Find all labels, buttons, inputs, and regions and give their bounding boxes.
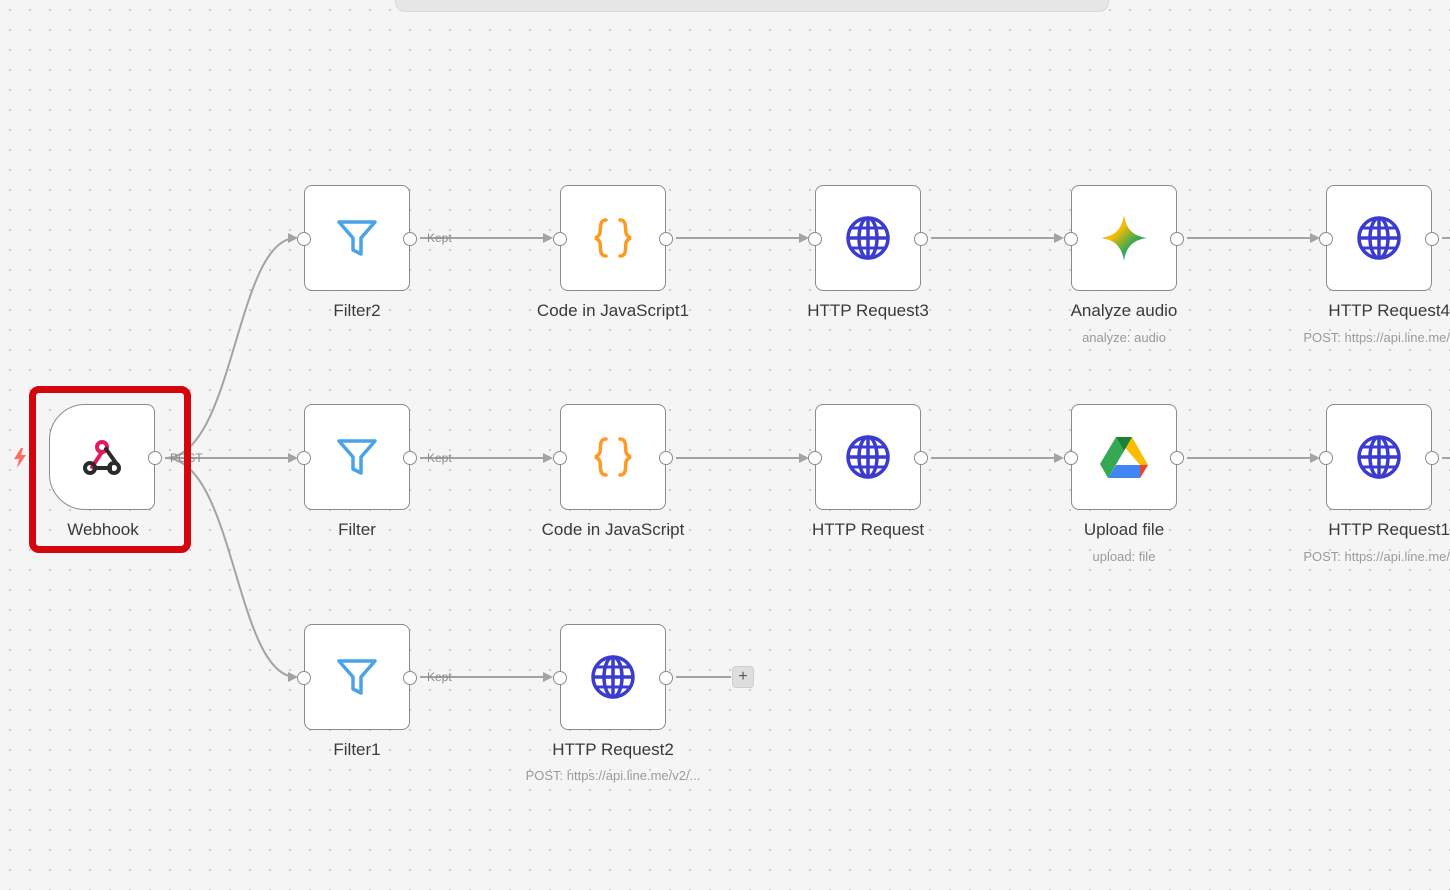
node-label-filter2: Filter2 bbox=[333, 301, 381, 320]
output-handle[interactable] bbox=[1425, 232, 1439, 246]
node-label-http-request1: HTTP Request1 bbox=[1328, 520, 1450, 539]
globe-icon bbox=[1354, 432, 1404, 482]
node-label-http-request2: HTTP Request2 bbox=[552, 740, 674, 759]
globe-icon bbox=[843, 432, 893, 482]
node-filter2[interactable] bbox=[297, 185, 417, 291]
input-handle[interactable] bbox=[808, 451, 822, 465]
code-braces-icon bbox=[588, 432, 638, 482]
code-braces-icon bbox=[588, 213, 638, 263]
trigger-bolt-icon bbox=[14, 448, 26, 468]
output-handle[interactable] bbox=[659, 671, 673, 685]
output-handle[interactable] bbox=[1170, 232, 1184, 246]
output-handle[interactable] bbox=[403, 671, 417, 685]
node-subtitle-upload-file: upload: file bbox=[1092, 549, 1156, 564]
filter-icon bbox=[332, 432, 382, 482]
node-label-http-request3: HTTP Request3 bbox=[807, 301, 929, 320]
input-handle[interactable] bbox=[1064, 451, 1078, 465]
filter-icon bbox=[332, 652, 382, 702]
input-handle[interactable] bbox=[297, 671, 311, 685]
output-handle[interactable] bbox=[659, 232, 673, 246]
node-http-request1[interactable] bbox=[1319, 404, 1439, 510]
output-handle[interactable] bbox=[914, 451, 928, 465]
input-handle[interactable] bbox=[808, 232, 822, 246]
globe-icon bbox=[588, 652, 638, 702]
highlight-box bbox=[29, 386, 191, 553]
node-http-request2[interactable] bbox=[553, 624, 673, 730]
edge-label-kept: Kept bbox=[427, 670, 452, 684]
node-analyze-audio[interactable] bbox=[1064, 185, 1184, 291]
add-node-button[interactable]: + bbox=[732, 666, 754, 688]
edge-label-kept: Kept bbox=[427, 451, 452, 465]
node-subtitle-http-request2: POST: https://api.line.me/v2/... bbox=[525, 768, 701, 783]
output-handle[interactable] bbox=[1425, 451, 1439, 465]
node-upload-file[interactable] bbox=[1064, 404, 1184, 510]
edge-label-kept: Kept bbox=[427, 231, 452, 245]
node-label-analyze-audio: Analyze audio bbox=[1070, 301, 1178, 320]
output-handle[interactable] bbox=[148, 451, 162, 465]
node-subtitle-http-request1: POST: https://api.line.me/ bbox=[1303, 549, 1450, 564]
filter-icon bbox=[332, 213, 382, 263]
input-handle[interactable] bbox=[1064, 232, 1078, 246]
globe-icon bbox=[1354, 213, 1404, 263]
node-webhook[interactable] bbox=[49, 404, 162, 510]
node-code-in-javascript1[interactable] bbox=[553, 185, 673, 291]
node-label-code-in-javascript1: Code in JavaScript1 bbox=[536, 301, 690, 320]
input-handle[interactable] bbox=[297, 232, 311, 246]
node-label-upload-file: Upload file bbox=[1083, 520, 1165, 539]
google-drive-icon bbox=[1099, 432, 1149, 482]
node-http-request[interactable] bbox=[808, 404, 928, 510]
output-handle[interactable] bbox=[403, 232, 417, 246]
node-filter[interactable] bbox=[297, 404, 417, 510]
input-handle[interactable] bbox=[553, 451, 567, 465]
input-handle[interactable] bbox=[1319, 451, 1333, 465]
output-handle[interactable] bbox=[403, 451, 417, 465]
input-handle[interactable] bbox=[297, 451, 311, 465]
node-label-webhook: Webhook bbox=[67, 520, 139, 539]
node-label-http-request4: HTTP Request4 bbox=[1328, 301, 1450, 320]
node-filter1[interactable] bbox=[297, 624, 417, 730]
node-subtitle-http-request4: POST: https://api.line.me/ bbox=[1303, 330, 1450, 345]
node-http-request3[interactable] bbox=[808, 185, 928, 291]
webhook-icon bbox=[77, 432, 127, 482]
output-handle[interactable] bbox=[1170, 451, 1184, 465]
node-code-in-javascript[interactable] bbox=[553, 404, 673, 510]
input-handle[interactable] bbox=[553, 232, 567, 246]
globe-icon bbox=[843, 213, 893, 263]
node-label-http-request: HTTP Request bbox=[811, 520, 925, 539]
output-handle[interactable] bbox=[659, 451, 673, 465]
gemini-sparkle-icon bbox=[1099, 213, 1149, 263]
node-label-code-in-javascript: Code in JavaScript bbox=[541, 520, 685, 539]
output-handle[interactable] bbox=[914, 232, 928, 246]
node-subtitle-analyze-audio: analyze: audio bbox=[1082, 330, 1166, 345]
node-label-filter1: Filter1 bbox=[333, 740, 381, 759]
input-handle[interactable] bbox=[553, 671, 567, 685]
node-http-request4[interactable] bbox=[1319, 185, 1439, 291]
input-handle[interactable] bbox=[1319, 232, 1333, 246]
node-label-filter: Filter bbox=[338, 520, 376, 539]
